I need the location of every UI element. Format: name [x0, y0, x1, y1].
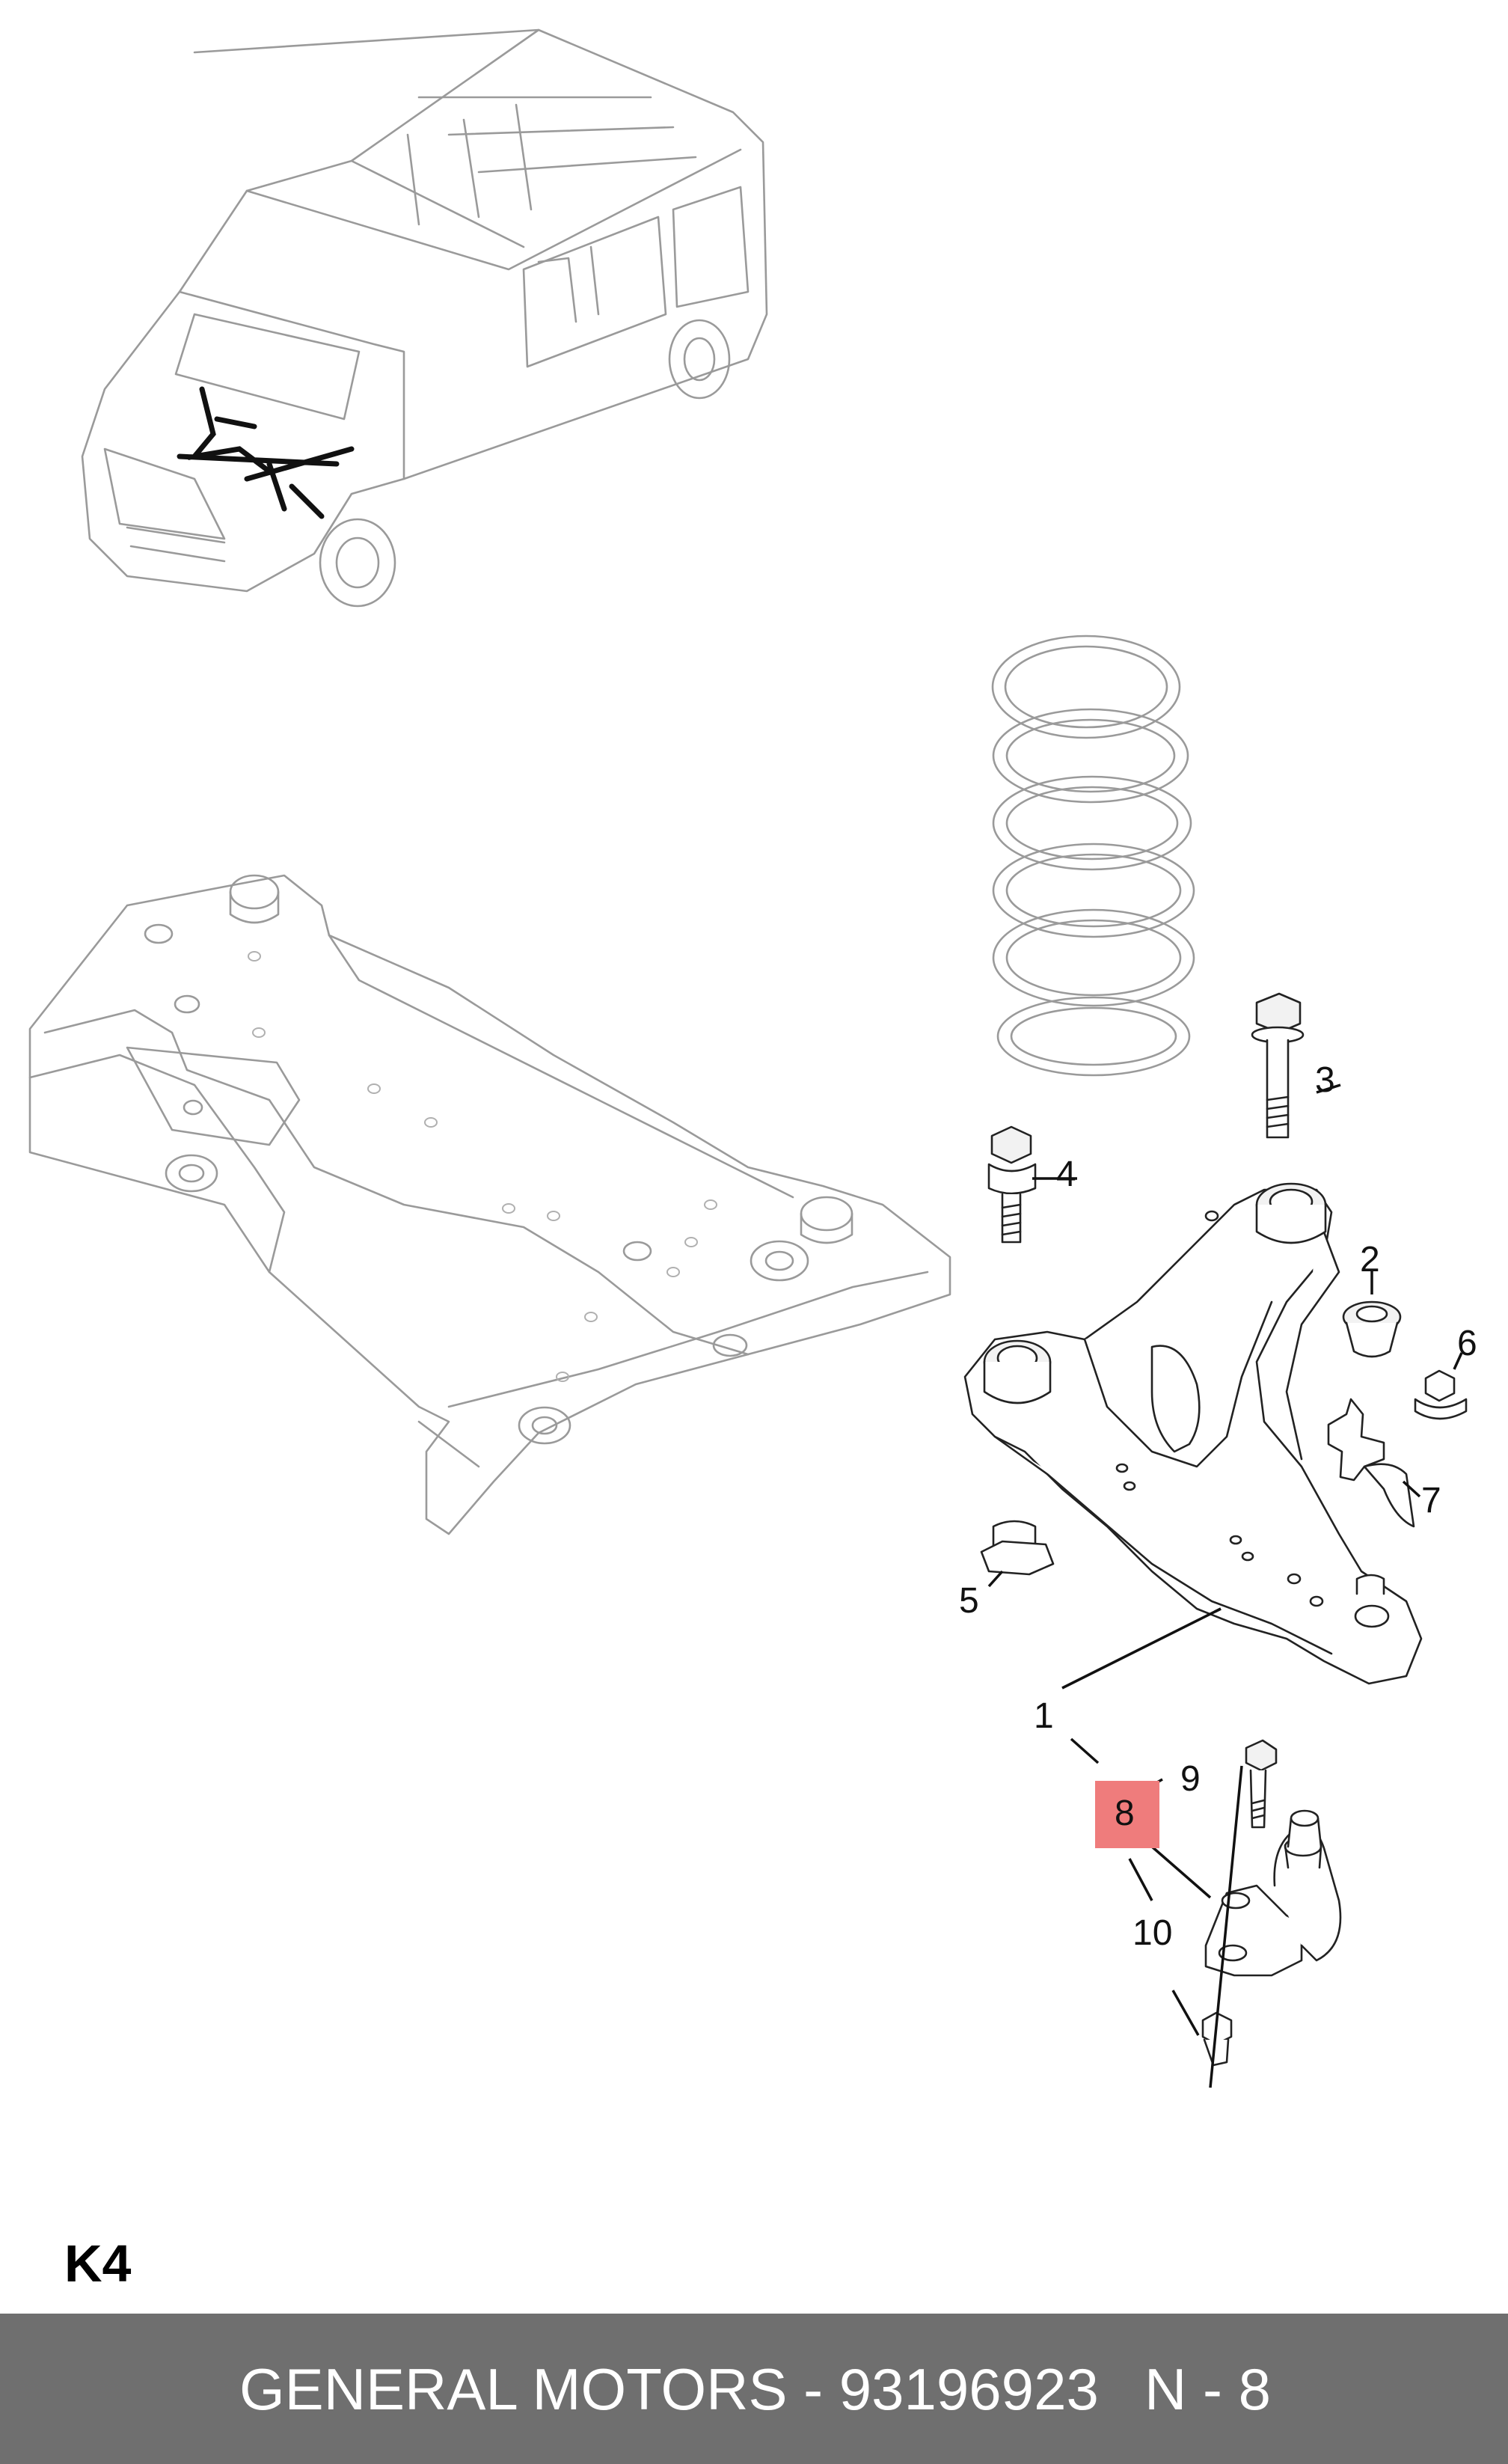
- callout-7: 7: [1421, 1481, 1441, 1520]
- part-number-label: GENERAL MOTORS - 93196923: [239, 2356, 1099, 2422]
- nut-5-illustration: [980, 1520, 1055, 1576]
- callout-10: 10: [1132, 1913, 1173, 1953]
- highlight-box-8: [1095, 1781, 1159, 1848]
- bolt-4-illustration: [987, 1125, 1037, 1244]
- footer-bar: GENERAL MOTORS - 93196923 N - 8: [0, 2314, 1508, 2464]
- callout-4: 4: [1056, 1155, 1076, 1194]
- van-overview-illustration: [81, 28, 768, 608]
- group-code: K4: [64, 2234, 132, 2293]
- leader-lines: [987, 1083, 1463, 2036]
- bolt-3-illustration: [1251, 992, 1305, 1139]
- bushing-2-illustration: [1342, 1300, 1402, 1358]
- bracket-7-illustration: [1327, 1398, 1415, 1528]
- parts-diagram: [28, 28, 1468, 2088]
- nut-6-illustration: [1414, 1369, 1468, 1420]
- subframe-illustration: [28, 874, 951, 1535]
- callout-9: 9: [1180, 1759, 1201, 1799]
- callout-5: 5: [959, 1581, 979, 1621]
- ball-joint-assembly-illustration: [1201, 1739, 1342, 2088]
- callout-6: 6: [1457, 1324, 1477, 1363]
- callout-8: 8: [1115, 1794, 1135, 1833]
- callout-2: 2: [1360, 1240, 1380, 1280]
- callout-1: 1: [1034, 1696, 1054, 1736]
- lower-control-arm-illustration: [963, 1182, 1423, 1685]
- position-label: N - 8: [1144, 2356, 1272, 2422]
- callout-3: 3: [1315, 1060, 1335, 1100]
- coil-spring-illustration: [991, 635, 1195, 1077]
